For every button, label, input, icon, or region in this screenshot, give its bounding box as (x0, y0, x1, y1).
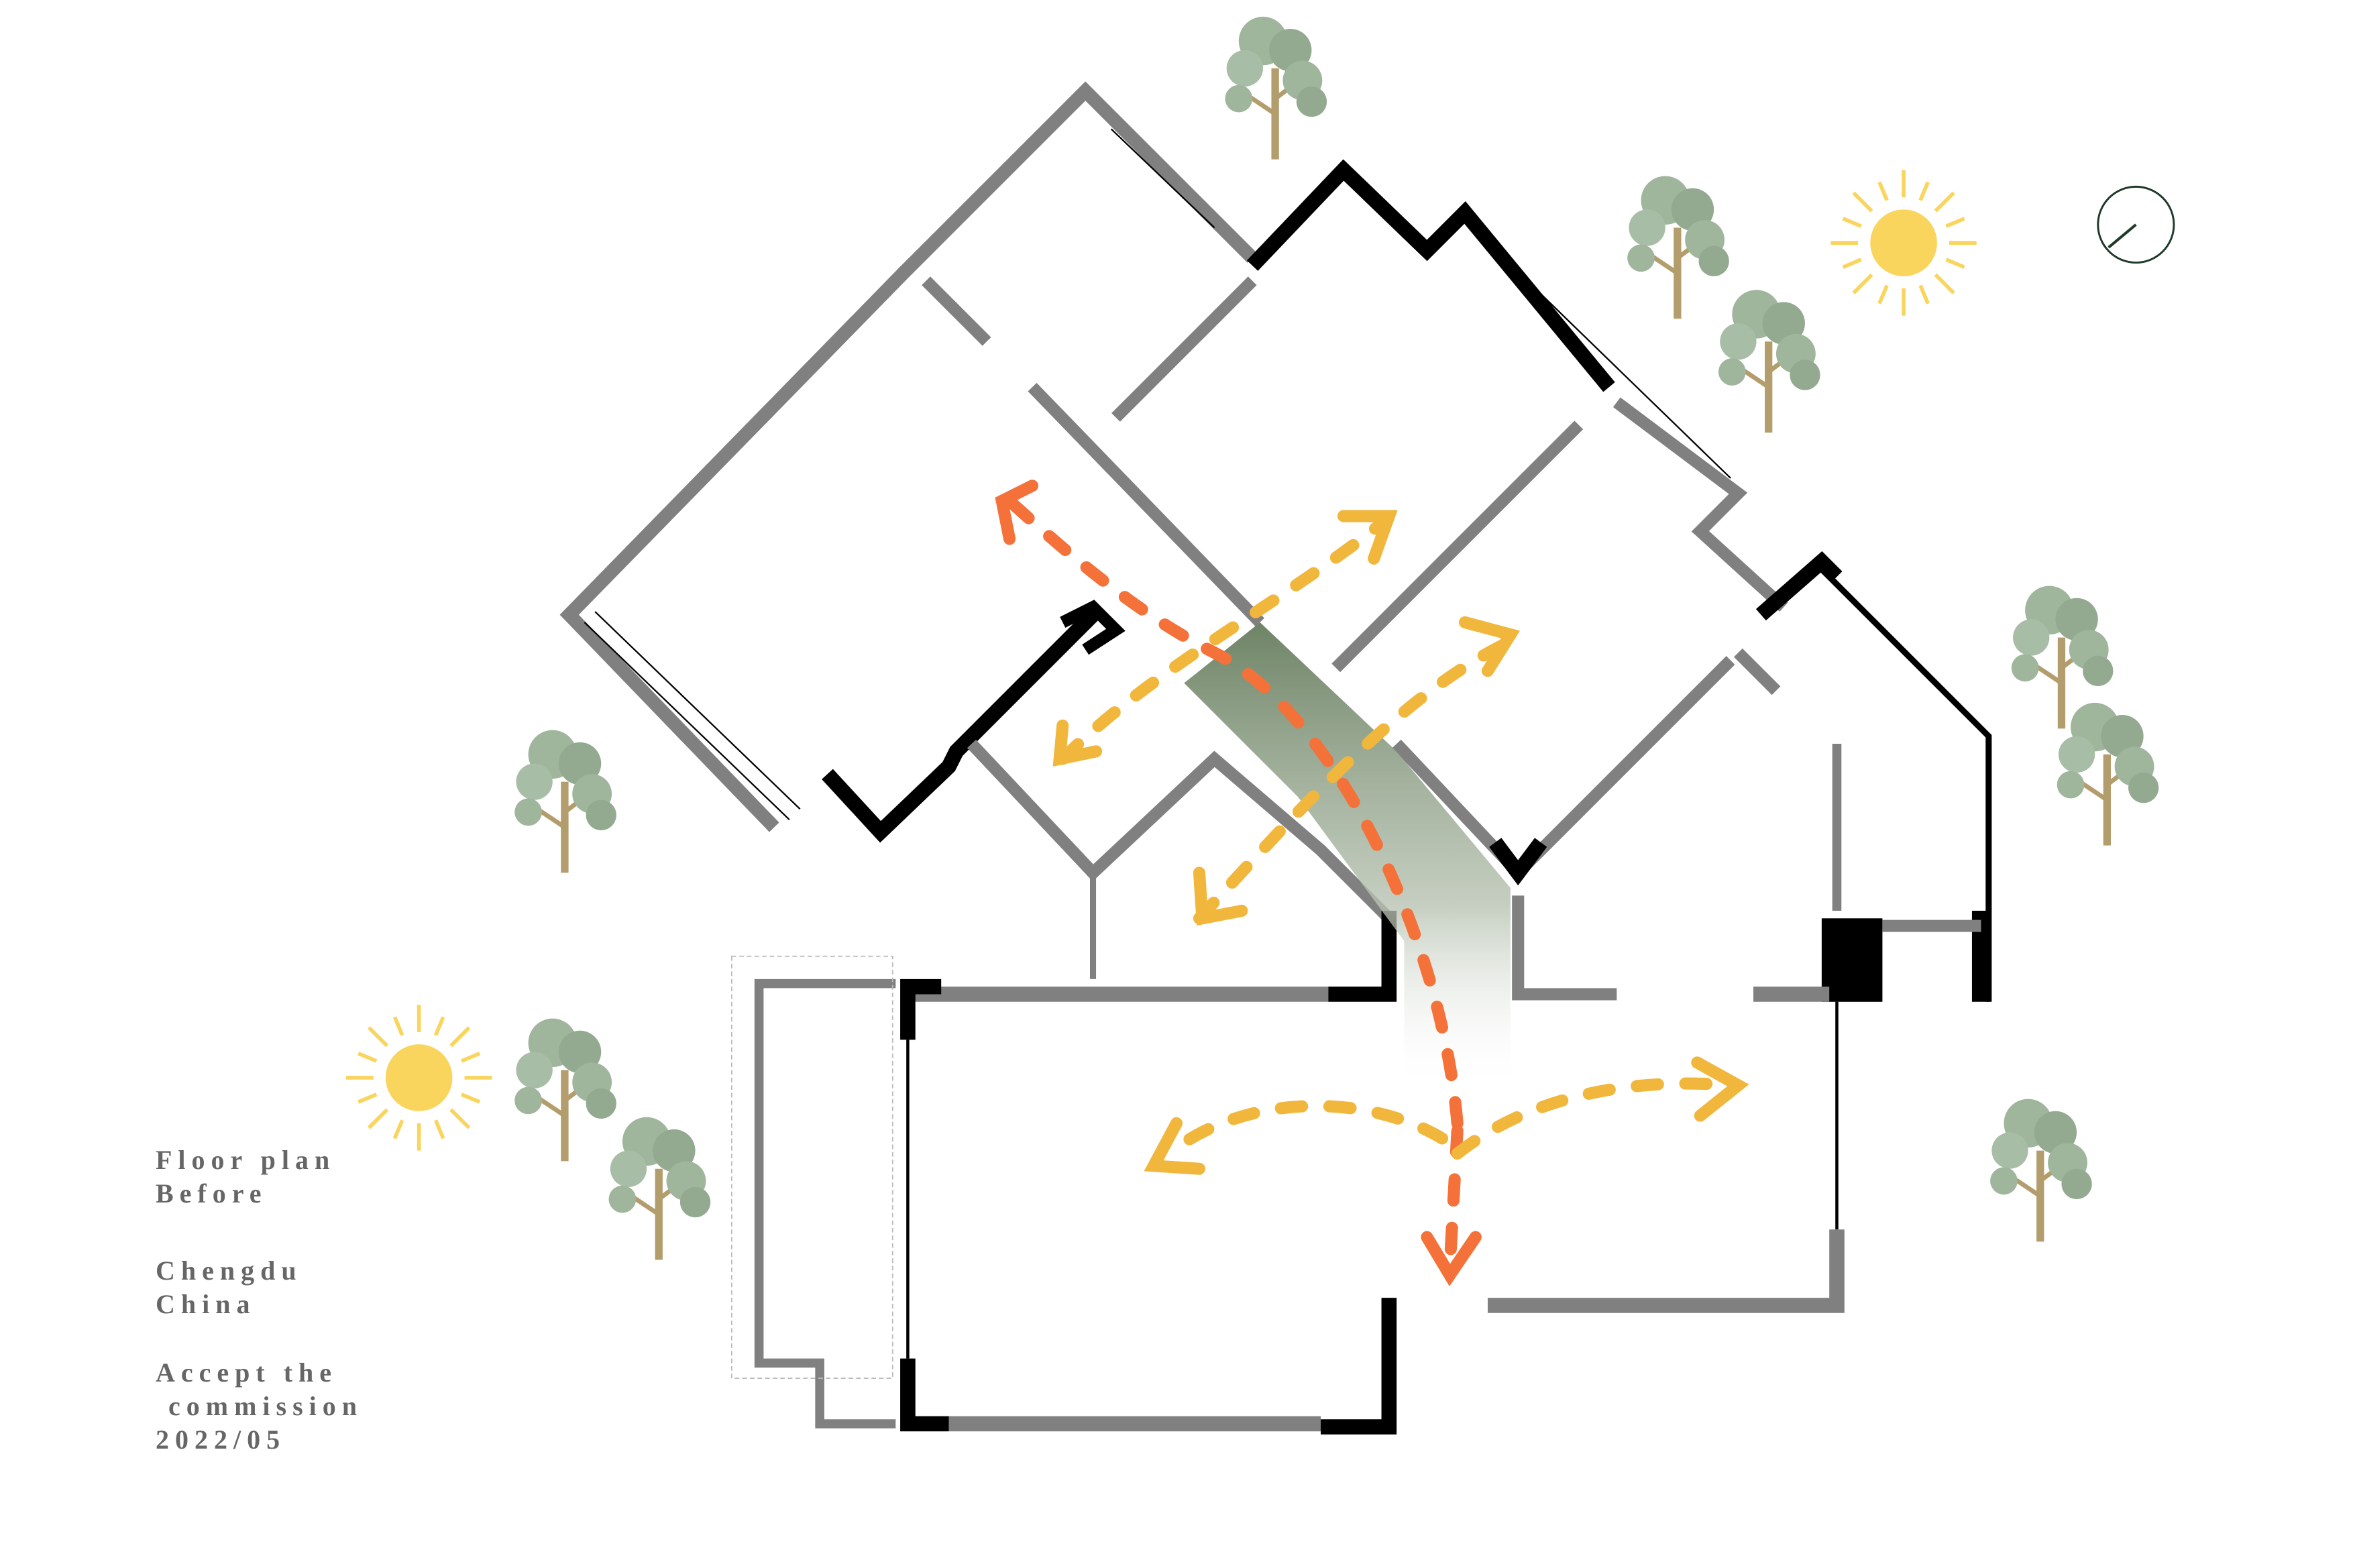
tree-icon (1718, 290, 1820, 433)
sun-icon (1830, 170, 1976, 315)
tree-icon (609, 1117, 711, 1260)
tree-icon (1990, 1099, 2092, 1242)
tree-icon (1225, 17, 1327, 160)
city-label: Chengdu (156, 1255, 303, 1286)
commission-line-1: Accept the (156, 1357, 338, 1388)
title-line-1: Floor plan (156, 1145, 336, 1175)
sun-icon (346, 1005, 492, 1150)
country-label: China (156, 1289, 256, 1319)
tree-icon (1627, 176, 1729, 319)
circulation-arrows (995, 480, 1749, 1286)
corridor-highlight (1184, 622, 1511, 1093)
commission-info: Accept the commission 2022/05 (156, 1356, 363, 1457)
walls (559, 81, 1992, 1435)
commission-date: 2022/05 (156, 1424, 286, 1455)
tree-icon (514, 1019, 616, 1162)
tree-icon (2057, 703, 2159, 846)
title-line-2: Before (156, 1178, 268, 1209)
commission-line-2: commission (156, 1391, 363, 1421)
location: Chengdu China (156, 1254, 303, 1321)
tree-icon (514, 730, 616, 873)
plan-title: Floor plan Before (156, 1143, 335, 1211)
compass-icon (2097, 185, 2175, 264)
